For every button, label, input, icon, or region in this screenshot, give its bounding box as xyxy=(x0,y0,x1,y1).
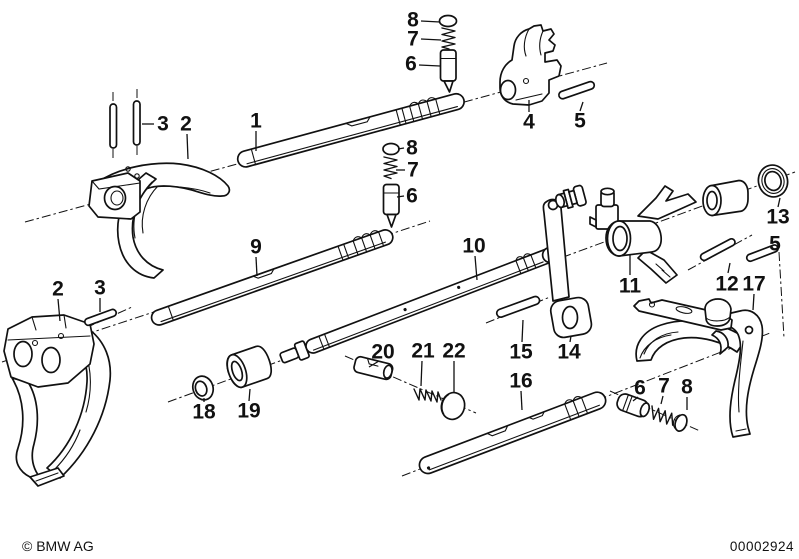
part-8-cap-bottom xyxy=(672,413,688,432)
callout-3-upper: 3 xyxy=(157,113,169,136)
leader-line-2-upper xyxy=(186,133,189,160)
callout-2-lower: 2 xyxy=(52,278,64,301)
callout-6-bottom: 6 xyxy=(634,377,646,400)
copyright-text: © BMW AG xyxy=(22,538,94,554)
leader-line-17 xyxy=(752,293,755,311)
part-16-shift-rod xyxy=(418,391,607,475)
part-13-ring-nut xyxy=(757,164,789,198)
part-17-shift-fork xyxy=(633,298,764,438)
part-8-cap-mid xyxy=(382,142,400,156)
leader-line-21 xyxy=(420,360,423,387)
part-1-shift-rod xyxy=(236,92,465,168)
callout-2-upper: 2 xyxy=(180,113,192,136)
part-3-pin-lower xyxy=(83,308,118,327)
leader-line-5-top xyxy=(579,101,584,112)
callout-21: 21 xyxy=(411,340,435,363)
part-6-detent-sleeve-mid xyxy=(382,183,400,228)
callout-6-mid: 6 xyxy=(406,185,418,208)
leader-line-8-top xyxy=(420,20,441,23)
part-11-selector-arm xyxy=(589,185,697,284)
drawing-number: 00002924 xyxy=(729,539,794,554)
part-selector-ball-stud xyxy=(554,184,587,209)
part-15-pin xyxy=(495,295,541,318)
callout-17: 17 xyxy=(742,273,765,296)
callout-8-bottom: 8 xyxy=(681,376,693,399)
part-2-shift-fork-upper xyxy=(88,162,231,279)
part-8-cap-top xyxy=(438,14,458,28)
part-plate-knob xyxy=(704,298,732,327)
part-20-detent-bush xyxy=(353,355,394,381)
callout-8-top: 8 xyxy=(407,9,419,32)
leader-line-16 xyxy=(520,390,523,411)
leader-line-10 xyxy=(474,255,478,281)
callout-5-top: 5 xyxy=(574,110,586,133)
callout-12: 12 xyxy=(715,273,738,296)
leader-line-8-mid xyxy=(397,147,405,150)
part-19-bushing xyxy=(226,345,273,389)
part-22-cap xyxy=(440,391,466,421)
part-7-spring-mid xyxy=(383,156,398,180)
callout-22: 22 xyxy=(442,340,465,363)
callout-1: 1 xyxy=(250,110,262,133)
callout-3-lower: 3 xyxy=(94,277,106,300)
part-6-detent-sleeve-bottom xyxy=(616,393,651,418)
part-4-shift-clamp xyxy=(499,24,562,106)
callout-4: 4 xyxy=(523,111,535,134)
leader-line-7-top xyxy=(420,38,442,41)
part-13-roller xyxy=(702,179,749,217)
part-9-shift-rod xyxy=(150,229,394,326)
part-2-shift-fork-lower xyxy=(3,314,112,487)
callout-9: 9 xyxy=(250,236,262,259)
leader-line-9 xyxy=(255,256,258,277)
callout-5-right: 5 xyxy=(769,233,781,256)
callout-15: 15 xyxy=(509,341,533,364)
leader-line-14 xyxy=(569,335,572,343)
callout-18: 18 xyxy=(192,401,216,424)
leader-line-6-top xyxy=(418,64,441,67)
leader-line-20 xyxy=(368,360,380,368)
callout-14: 14 xyxy=(557,341,581,364)
callout-16: 16 xyxy=(509,370,532,393)
part-21-spring xyxy=(413,388,442,403)
part-12-pin xyxy=(699,237,736,262)
part-18-ring xyxy=(191,375,215,401)
part-7-spring-bottom xyxy=(651,405,674,426)
leader-line-19 xyxy=(248,388,251,402)
callout-19: 19 xyxy=(237,400,260,423)
callout-7-bottom: 7 xyxy=(658,375,670,398)
callout-11: 11 xyxy=(619,275,642,298)
part-5-pin-right xyxy=(745,244,779,263)
callout-20: 20 xyxy=(371,341,394,364)
leader-line-2-lower xyxy=(57,298,61,322)
callout-7-mid: 7 xyxy=(407,159,419,182)
leader-line-6-bottom xyxy=(632,396,639,402)
part-3-pins-upper xyxy=(109,100,141,149)
callout-7-top: 7 xyxy=(407,28,419,51)
leader-line-13 xyxy=(777,197,781,208)
callout-10: 10 xyxy=(462,235,485,258)
part-7-spring-top xyxy=(441,27,456,50)
leader-line-7-bottom xyxy=(660,395,664,405)
part-5-pin-top xyxy=(558,80,596,100)
parts-layer xyxy=(3,14,789,487)
part-14-crank-lever xyxy=(542,198,593,339)
leader-line-15 xyxy=(521,319,524,343)
leader-line-12 xyxy=(727,262,731,274)
callout-8-mid: 8 xyxy=(406,137,418,160)
part-6-detent-sleeve-top xyxy=(439,49,457,93)
callout-6-top: 6 xyxy=(405,53,417,76)
callout-13: 13 xyxy=(766,206,789,229)
leader-line-6-mid xyxy=(396,195,405,198)
detent-group-bottom xyxy=(616,393,688,432)
